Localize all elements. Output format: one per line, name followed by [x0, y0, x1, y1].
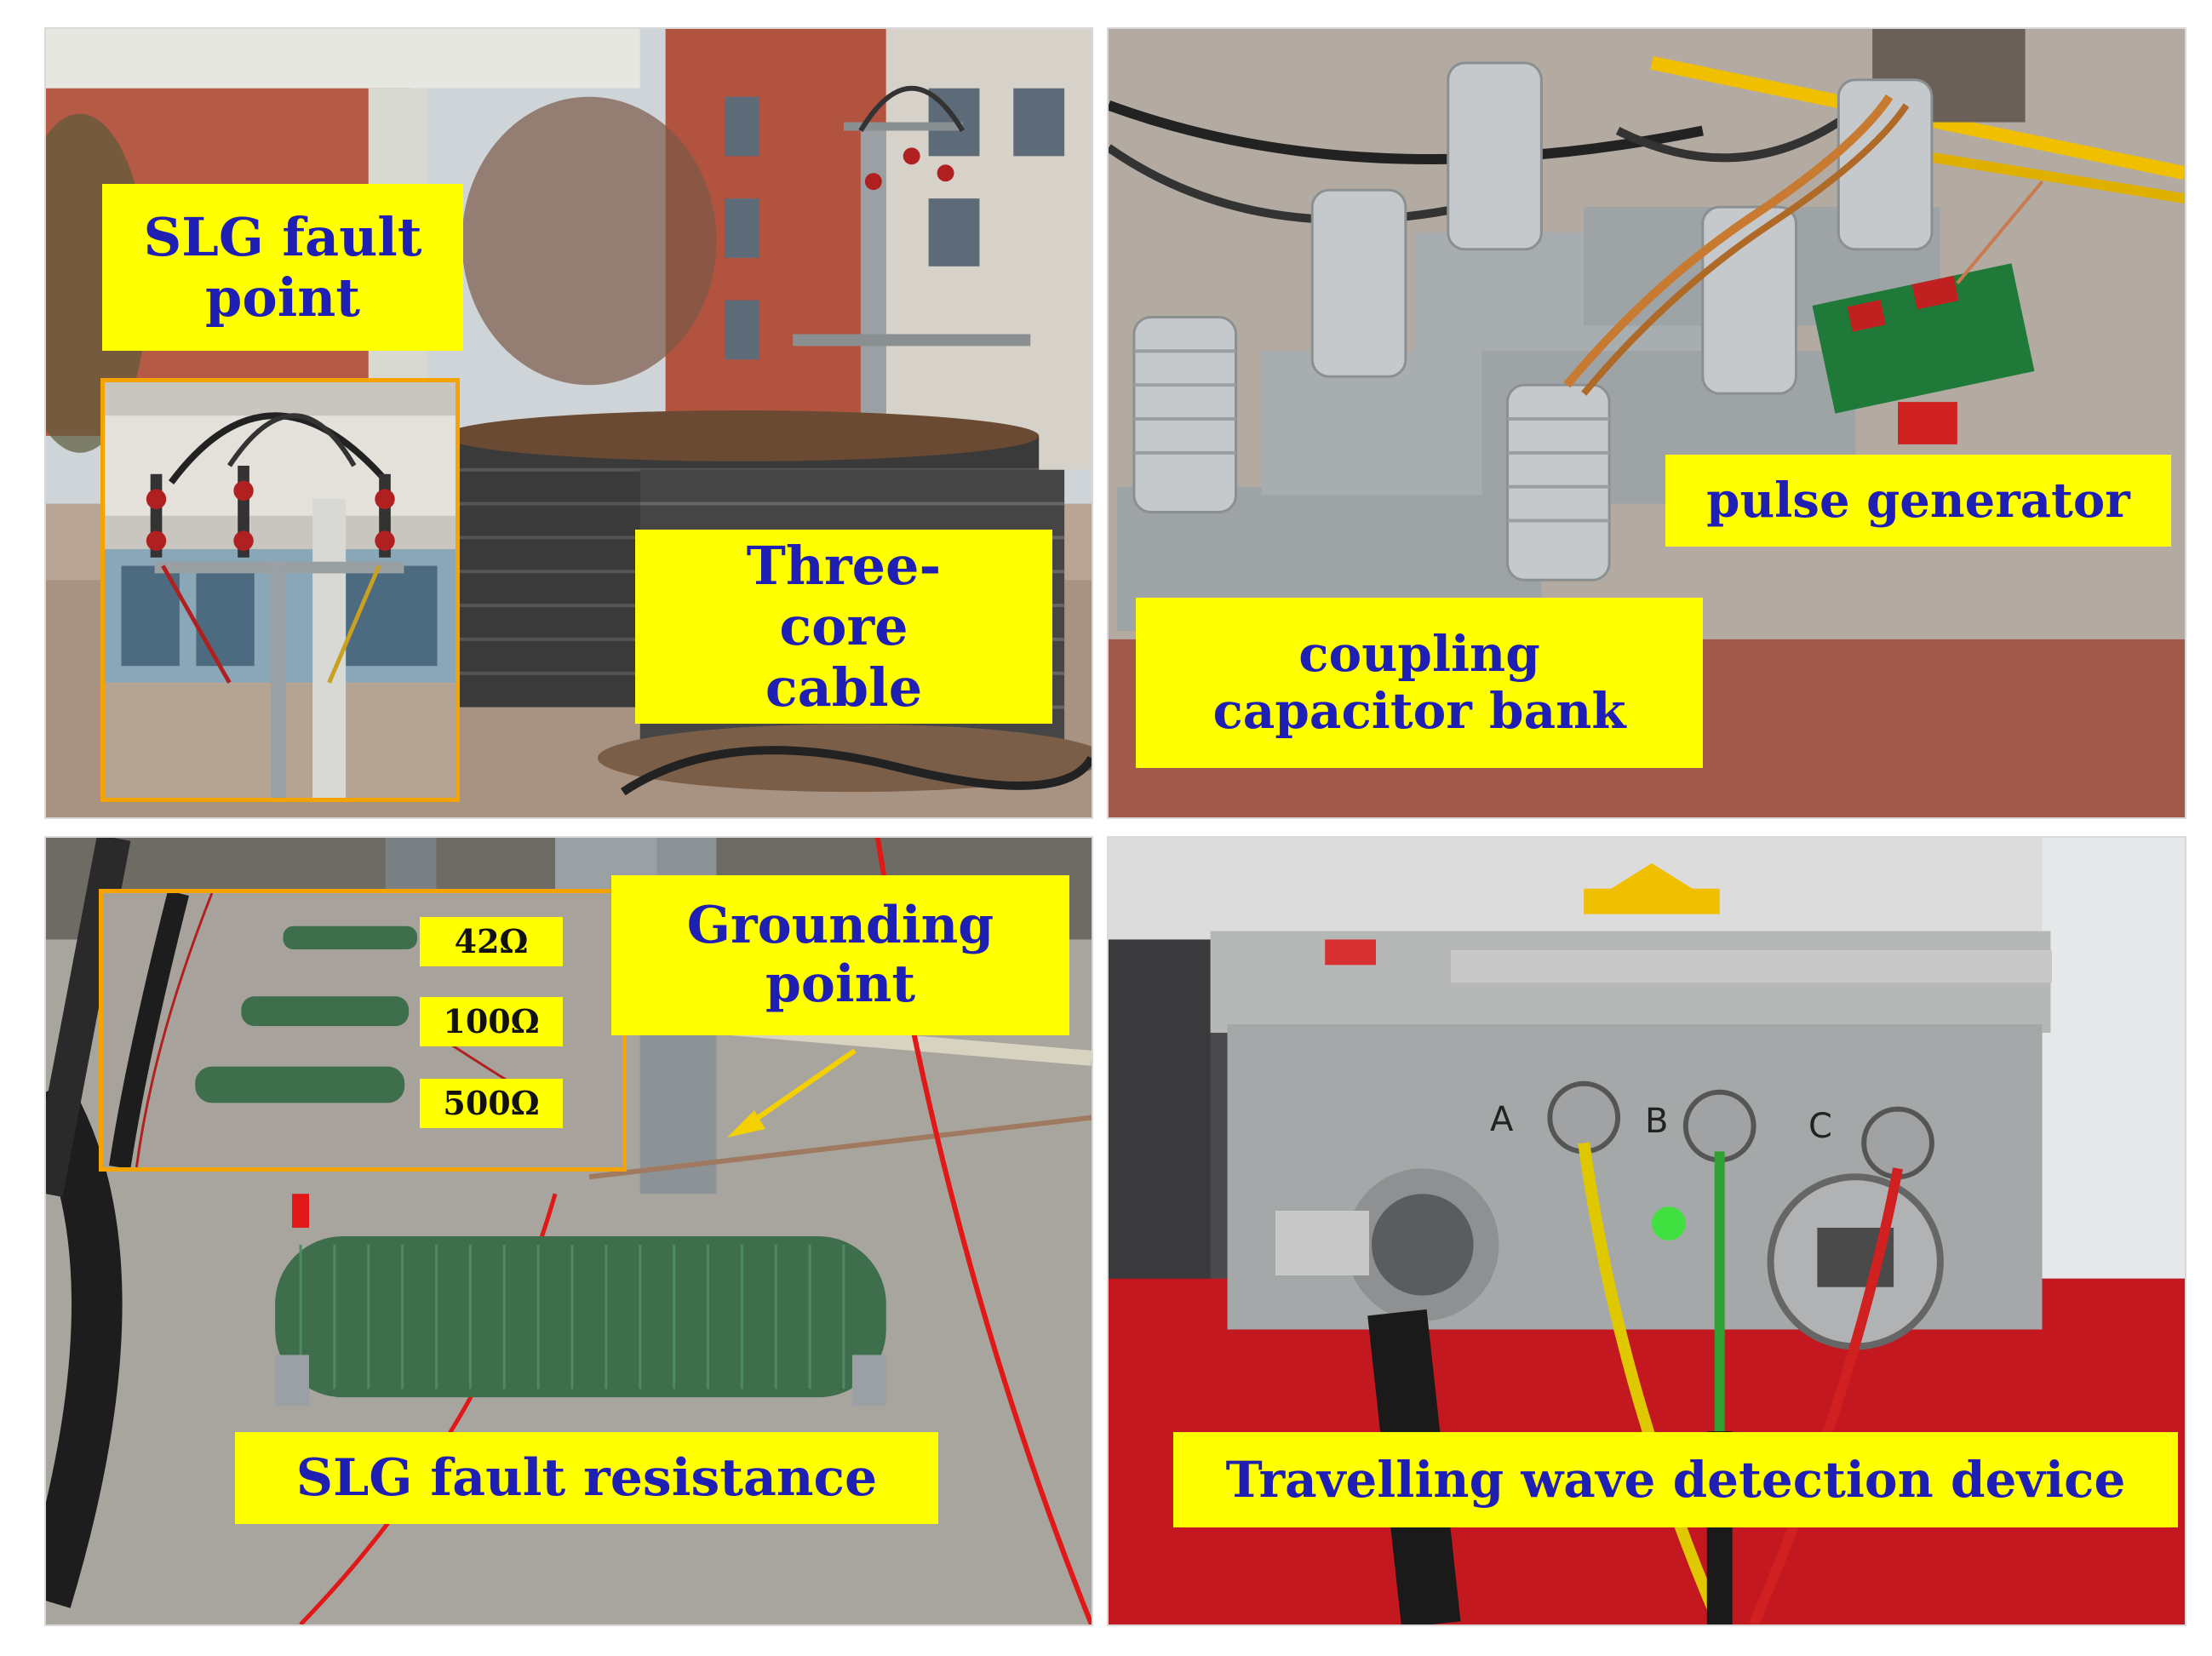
arrow-to-grounding-point — [727, 1048, 857, 1137]
port-label-a: A — [1490, 1100, 1514, 1139]
label-slg-fault-resistance: SLG fault resistance — [235, 1432, 938, 1524]
label-slg-fault-point: SLG fault point — [102, 184, 463, 351]
resistor-value-42: 42Ω — [420, 917, 563, 966]
label-pulse-generator: pulse generator — [1665, 455, 2171, 547]
photo-fault-point-closeup — [105, 382, 456, 798]
panel-bottom-right-detection-device: A B C Travelling wave detection device — [1107, 836, 2186, 1626]
inset-resistor-set: 42Ω 100Ω 500Ω — [99, 889, 627, 1172]
resistor-value-500: 500Ω — [420, 1079, 563, 1128]
label-travelling-wave-detection-device: Travelling wave detection device — [1173, 1432, 2178, 1527]
label-three-core-cable: Three-core cable — [635, 530, 1052, 724]
port-label-b: B — [1645, 1102, 1669, 1141]
label-grounding-point: Grounding point — [611, 875, 1069, 1035]
panel-top-right-capacitor-bank: pulse generator coupling capacitor bank — [1107, 27, 2186, 819]
label-coupling-capacitor-bank: coupling capacitor bank — [1136, 598, 1703, 768]
port-label-c: C — [1808, 1107, 1832, 1146]
inset-fault-point-closeup — [100, 378, 460, 802]
redacted-brand-strip — [1451, 950, 2052, 983]
panel-top-left-cable-site: SLG fault point Thr — [44, 27, 1093, 819]
resistor-value-100: 100Ω — [420, 997, 563, 1046]
panel-bottom-left-fault-resistance: 42Ω 100Ω 500Ω Grounding point SLG fault … — [44, 836, 1093, 1626]
redacted-side-label — [1275, 1211, 1369, 1275]
